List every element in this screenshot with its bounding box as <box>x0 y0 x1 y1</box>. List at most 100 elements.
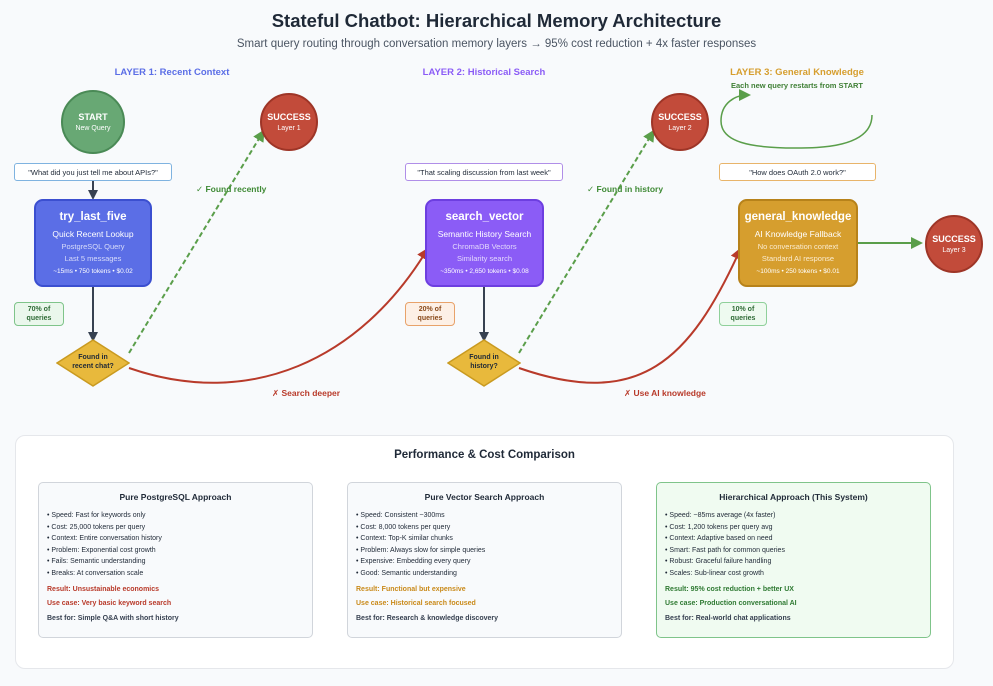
edge-label-use-ai: ✗ Use AI knowledge <box>624 388 706 398</box>
search-vector-metrics: ~350ms • 2,650 tokens • $0.08 <box>440 268 529 275</box>
share-layer-2: 20% of queries <box>405 302 455 326</box>
query-example-3: "How does OAuth 2.0 work?" <box>719 163 876 181</box>
decision-1-line1: Found in <box>78 354 108 361</box>
page-subtitle: Smart query routing through conversation… <box>236 38 757 50</box>
search-vector-line3: Similarity search <box>456 254 512 263</box>
decision-2-line2: history? <box>470 363 498 371</box>
decision-2-diamond <box>447 339 521 387</box>
card-result: Result: 95% cost reduction + better UX <box>665 586 794 593</box>
card-best-for: Best for: Research & knowledge discovery <box>356 615 498 622</box>
edge-label-found-history: ✓ Found in history <box>587 184 664 194</box>
query-example-2: "That scaling discussion from last week" <box>405 163 563 181</box>
flow-connectors <box>88 89 923 384</box>
edge-found-history <box>518 129 655 354</box>
page-title: Stateful Chatbot: Hierarchical Memory Ar… <box>271 10 722 31</box>
card-use-case: Use case: Historical search focused <box>356 600 476 607</box>
card-feature: • Breaks: At conversation scale <box>47 569 144 577</box>
card-feature: • Cost: 8,000 tokens per query <box>356 523 451 531</box>
layer-3-note: Each new query restarts from START <box>731 81 863 90</box>
start-node-title: START <box>78 112 108 122</box>
performance-title: Performance & Cost Comparison <box>394 449 575 461</box>
success-layer-3-node: SUCCESS Layer 3 <box>925 215 983 273</box>
card-best-for: Best for: Real-world chat applications <box>665 615 791 622</box>
card-feature: • Speed: Consistent ~300ms <box>356 512 445 519</box>
card-feature-list: • Speed: ~85ms average (4x faster) • Cos… <box>665 510 922 579</box>
success-layer-2-sub: Layer 2 <box>668 125 692 132</box>
card-result: Result: Functional but expensive <box>356 586 466 593</box>
search-vector-line2: ChromaDB Vectors <box>452 242 517 251</box>
card-use-case: Use case: Very basic keyword search <box>47 600 172 607</box>
success-layer-2-title: SUCCESS <box>658 112 702 122</box>
try-last-five-line3: Last 5 messages <box>64 254 122 263</box>
success-layer-1-sub: Layer 1 <box>277 125 301 132</box>
success-layer-1-node: SUCCESS Layer 1 <box>260 93 318 151</box>
card-feature: • Robust: Graceful failure handling <box>665 558 772 565</box>
general-knowledge-line2: No conversation context <box>757 242 839 251</box>
query-example-1: "What did you just tell me about APIs?" <box>14 163 172 181</box>
card-feature: • Context: Top-K similar chunks <box>356 535 453 542</box>
card-feature: • Fails: Semantic understanding <box>47 558 146 565</box>
layer-3-label: LAYER 3: General Knowledge <box>730 67 864 78</box>
edge-use-ai <box>518 247 742 384</box>
decision-1-label: Found in recent chat? <box>56 353 130 372</box>
card-title: Hierarchical Approach (This System) <box>719 492 868 502</box>
success-layer-1-title: SUCCESS <box>267 112 311 122</box>
share-layer-2-line1: 20% of <box>418 305 442 313</box>
card-feature: • Speed: Fast for keywords only <box>47 512 146 519</box>
card-result: Result: Unsustainable economics <box>47 586 160 593</box>
card-feature: • Problem: Always slow for simple querie… <box>356 546 486 554</box>
layer-2-label: LAYER 2: Historical Search <box>422 67 546 78</box>
search-vector-title: search_vector <box>445 211 524 223</box>
card-title: Pure Vector Search Approach <box>424 492 545 502</box>
try-last-five-line2: PostgreSQL Query <box>61 242 125 251</box>
card-feature: • Good: Semantic understanding <box>356 569 457 577</box>
general-knowledge-node: general_knowledge AI Knowledge Fallback … <box>738 199 858 287</box>
try-last-five-line1: Quick Recent Lookup <box>52 229 134 239</box>
try-last-five-title: try_last_five <box>59 211 127 223</box>
decision-2-label: Found in history? <box>447 353 521 372</box>
card-feature-list: • Speed: Consistent ~300ms • Cost: 8,000… <box>356 510 613 579</box>
layer-1-label: LAYER 1: Recent Context <box>114 67 230 78</box>
card-title: Pure PostgreSQL Approach <box>119 492 232 502</box>
card-feature: • Context: Adaptive based on need <box>665 535 773 542</box>
card-feature: • Speed: ~85ms average (4x faster) <box>665 512 776 519</box>
share-layer-1-line2: queries <box>26 315 52 322</box>
success-layer-3-title: SUCCESS <box>932 234 976 244</box>
card-feature: • Scales: Sub-linear cost growth <box>665 569 764 577</box>
card-feature: • Context: Entire conversation history <box>47 535 162 542</box>
share-layer-1-line1: 70% of <box>27 305 51 313</box>
card-feature: • Cost: 25,000 tokens per query <box>47 523 146 531</box>
decision-1-line2: recent chat? <box>72 363 114 371</box>
success-layer-2-node: SUCCESS Layer 2 <box>651 93 709 151</box>
general-knowledge-line3: Standard AI response <box>761 254 835 263</box>
edge-found-recently <box>128 129 265 354</box>
comparison-card-hierarchical: Hierarchical Approach (This System) • Sp… <box>656 482 931 638</box>
start-node: START New Query <box>61 90 125 154</box>
comparison-card-postgresql: Pure PostgreSQL Approach • Speed: Fast f… <box>38 482 313 638</box>
card-feature: • Smart: Fast path for common queries <box>665 546 785 554</box>
card-use-case: Use case: Production conversational AI <box>665 600 797 607</box>
card-best-for: Best for: Simple Q&A with short history <box>47 615 179 622</box>
edge-label-search-deeper: ✗ Search deeper <box>272 388 341 398</box>
card-feature-list: • Speed: Fast for keywords only • Cost: … <box>47 510 304 579</box>
share-layer-3-line2: queries <box>730 315 756 322</box>
card-feature: • Problem: Exponential cost growth <box>47 546 156 554</box>
share-layer-1: 70% of queries <box>14 302 64 326</box>
general-knowledge-metrics: ~100ms • 250 tokens • $0.01 <box>756 268 840 275</box>
card-feature: • Expensive: Embedding every query <box>356 558 471 565</box>
search-vector-node: search_vector Semantic History Search Ch… <box>425 199 544 287</box>
comparison-card-vector: Pure Vector Search Approach • Speed: Con… <box>347 482 622 638</box>
try-last-five-metrics: ~15ms • 750 tokens • $0.02 <box>53 268 133 275</box>
decision-1-diamond <box>56 339 130 387</box>
success-layer-3-sub: Layer 3 <box>942 247 966 254</box>
decision-2-line1: Found in <box>469 354 499 361</box>
share-layer-2-line2: queries <box>417 315 443 322</box>
general-knowledge-line1: AI Knowledge Fallback <box>754 229 842 239</box>
general-knowledge-title: general_knowledge <box>744 211 852 223</box>
card-feature: • Cost: 1,200 tokens per query avg <box>665 523 773 531</box>
restart-loop <box>720 89 873 149</box>
try-last-five-node: try_last_five Quick Recent Lookup Postgr… <box>34 199 152 287</box>
search-vector-line1: Semantic History Search <box>437 229 532 239</box>
edge-search-deeper <box>128 247 429 384</box>
